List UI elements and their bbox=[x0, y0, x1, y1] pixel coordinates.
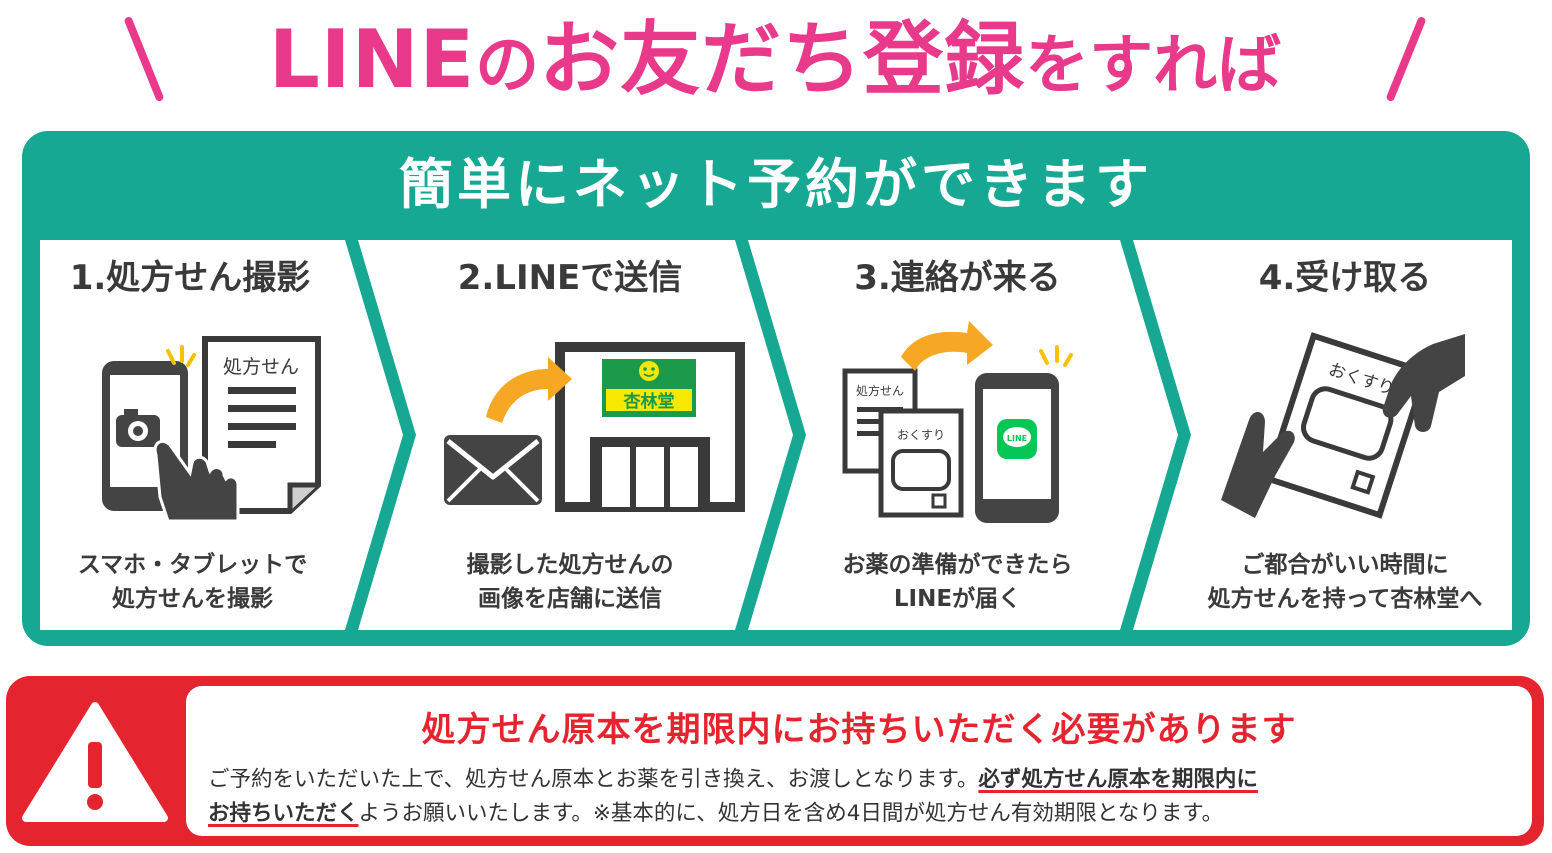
notice-line-1: ご予約をいただいた上で、処方せん原本とお薬を引き換え、お渡しとなります。必ず処方… bbox=[208, 762, 1518, 798]
step-2-desc-line-1: 撮影した処方せんの bbox=[466, 552, 674, 578]
step-4-desc-line-2: 処方せんを持って杏林堂へ bbox=[1207, 586, 1483, 612]
envelope-icon bbox=[444, 435, 542, 505]
step-2-title: 2.LINEで送信 bbox=[457, 258, 683, 298]
step-2-description: 撮影した処方せんの 画像を店舗に送信 bbox=[405, 548, 735, 618]
notice-line-1-emphasis: 必ず処方せん原本を期限内に bbox=[978, 767, 1258, 792]
step-2-desc-line-2: 画像を店舗に送信 bbox=[478, 586, 662, 612]
prescription-document-icon bbox=[202, 336, 321, 514]
medicine-document-icon: おくすり bbox=[1263, 332, 1430, 519]
step-2-illustration: 杏林堂 SUPER DRUG STORE bbox=[444, 342, 745, 512]
step-1-title: 1.処方せん撮影 bbox=[69, 258, 311, 298]
medicine-document-icon bbox=[878, 408, 964, 518]
receiving-hand-icon bbox=[1382, 334, 1465, 432]
step-3-illustration: 処方せん おくすり LINE bbox=[842, 321, 1073, 523]
step-1-desc-line-2: 処方せんを撮影 bbox=[112, 586, 273, 612]
step-3-desc-line-2: LINEが届く bbox=[893, 586, 1022, 612]
notice-box: 処方せん原本を期限内にお持ちいただく必要があります ご予約をいただいた上で、処方… bbox=[6, 676, 1544, 846]
step-1-illustration: 処方せん bbox=[102, 336, 321, 523]
step-3-title: 3.連絡が来る bbox=[854, 258, 1061, 298]
notice-line-1-plain: ご予約をいただいた上で、処方せん原本とお薬を引き換え、お渡しとなります。 bbox=[208, 767, 979, 792]
prescription-doc-label: 処方せん bbox=[223, 356, 299, 378]
notice-line-2-plain: ようお願いいたします。※基本的に、処方日を含め4日間が処方せん有効期限となります… bbox=[358, 801, 1224, 826]
store-sign: 杏林堂 SUPER DRUG STORE bbox=[602, 359, 696, 425]
headline-if: をすれば bbox=[1025, 29, 1282, 103]
line-app-icon: LINE bbox=[997, 419, 1037, 459]
headline: LINEのお友だち登録をすれば bbox=[0, 0, 1552, 118]
headline-text: LINEのお友だち登録をすれば bbox=[175, 8, 1375, 112]
panel-title: 簡単にネット予約ができます bbox=[399, 153, 1153, 216]
step-4-desc-line-1: ご都合がいい時間に bbox=[1241, 552, 1449, 578]
notice-heading: 処方せん原本を期限内にお持ちいただく必要があります bbox=[421, 710, 1297, 750]
headline-friend-register: お友だち登録 bbox=[539, 13, 1026, 106]
step-1-desc-line-1: スマホ・タブレットで bbox=[77, 552, 308, 578]
step-3-desc-line-1: お薬の準備ができたら bbox=[842, 552, 1073, 578]
sparkle-icon bbox=[1039, 345, 1073, 367]
step-3-description: お薬の準備ができたら LINEが届く bbox=[795, 548, 1120, 618]
prescription-doc-label: 処方せん bbox=[856, 383, 904, 398]
step-1-description: スマホ・タブレットで 処方せんを撮影 bbox=[40, 548, 345, 618]
step-4-title: 4.受け取る bbox=[1258, 258, 1432, 298]
medicine-doc-label: おくすり bbox=[897, 428, 945, 442]
headline-line: LINE bbox=[268, 13, 476, 106]
line-badge-text: LINE bbox=[1007, 434, 1027, 443]
notice-content: 処方せん原本を期限内にお持ちいただく必要があります ご予約をいただいた上で、処方… bbox=[186, 686, 1532, 836]
store-name: 杏林堂 bbox=[624, 391, 675, 412]
giving-hand-icon bbox=[1221, 411, 1295, 518]
smiley-logo-icon bbox=[639, 361, 659, 381]
notice-line-2-emphasis: お持ちいただく bbox=[208, 801, 359, 826]
headline-no: の bbox=[475, 29, 540, 103]
warning-triangle-icon bbox=[22, 702, 168, 822]
step-4-description: ご都合がいい時間に 処方せんを持って杏林堂へ bbox=[1180, 548, 1510, 618]
send-arrow-icon bbox=[486, 357, 572, 423]
notice-line-2: お持ちいただくようお願いいたします。※基本的に、処方日を含め4日間が処方せん有効… bbox=[208, 796, 1518, 832]
notify-arrow-icon bbox=[901, 321, 993, 371]
pointing-hand-icon bbox=[153, 439, 240, 523]
store-subtitle: SUPER DRUG STORE bbox=[612, 417, 686, 425]
sparkle-icon bbox=[166, 345, 196, 367]
step-4-illustration: おくすり bbox=[1221, 332, 1465, 519]
